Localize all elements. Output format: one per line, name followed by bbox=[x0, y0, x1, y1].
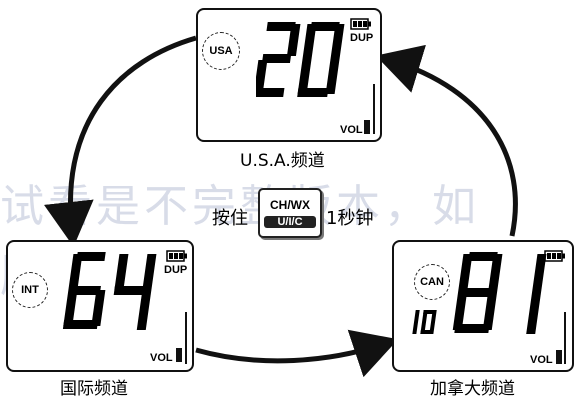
channel-digits-canada bbox=[452, 252, 547, 334]
arrow-intl-to-canada bbox=[195, 329, 399, 378]
vol-bar-canada bbox=[556, 350, 562, 364]
dup-indicator-intl: DUP bbox=[164, 264, 188, 276]
press-label: 按住 bbox=[212, 208, 248, 229]
arrow-canada-to-usa bbox=[375, 44, 518, 237]
lcd-usa: USA DUP VOL bbox=[196, 8, 382, 142]
duration-label: 1秒钟 bbox=[326, 208, 374, 229]
ch-wx-uic-key: CH/WX U/I/C bbox=[258, 188, 322, 238]
vol-label-canada: VOL bbox=[530, 354, 553, 366]
key-top-label: CH/WX bbox=[270, 198, 310, 212]
vol-label-usa: VOL bbox=[340, 124, 363, 136]
vol-bar-intl bbox=[176, 348, 182, 362]
channel-digits-intl bbox=[62, 252, 157, 330]
battery-icon-canada bbox=[544, 250, 565, 262]
signal-line-canada bbox=[564, 312, 566, 364]
vol-bar-usa bbox=[364, 120, 370, 134]
key-bottom-label: U/I/C bbox=[264, 216, 316, 228]
region-badge-intl: INT bbox=[12, 272, 48, 308]
battery-icon-intl bbox=[166, 250, 187, 262]
dup-indicator-usa: DUP bbox=[350, 32, 374, 44]
channel-prefix-canada bbox=[412, 310, 437, 334]
lcd-intl: INT DUP VOL bbox=[6, 240, 194, 372]
region-badge-usa: USA bbox=[202, 32, 240, 70]
vol-label-intl: VOL bbox=[150, 352, 173, 364]
caption-intl: 国际频道 bbox=[60, 379, 128, 399]
signal-line-usa bbox=[373, 84, 375, 134]
caption-canada: 加拿大频道 bbox=[430, 379, 515, 399]
channel-digits-usa bbox=[256, 22, 345, 97]
battery-icon-usa bbox=[350, 18, 371, 30]
signal-line-intl bbox=[185, 312, 187, 364]
lcd-canada: CAN VOL bbox=[392, 240, 574, 372]
caption-usa: U.S.A.频道 bbox=[240, 151, 325, 171]
arrow-usa-to-intl bbox=[43, 35, 197, 247]
region-badge-canada: CAN bbox=[414, 264, 450, 300]
